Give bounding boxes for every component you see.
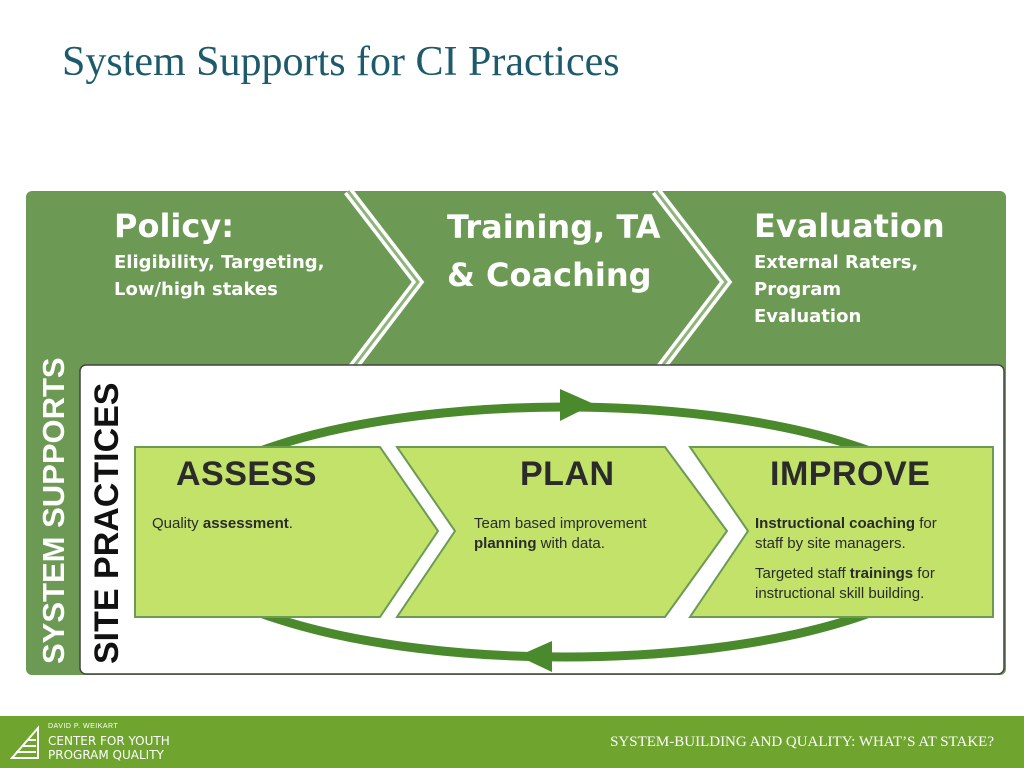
plan-description: Team based improvement planning with dat… — [474, 514, 647, 554]
improve-p2-pre: Targeted staff — [755, 565, 850, 582]
logo-text-line1: CENTER FOR YOUTH — [48, 734, 170, 748]
improve-heading: IMPROVE — [770, 455, 931, 493]
logo-small-text: DAVID P. WEIKART — [48, 723, 119, 730]
cypq-logo-icon — [9, 725, 39, 759]
plan-heading: PLAN — [520, 455, 615, 493]
evaluation-sub-line1: External Raters, Program — [754, 252, 919, 300]
slide-title: System Supports for CI Practices — [62, 39, 620, 85]
policy-heading: Policy: — [114, 207, 234, 245]
cycle-arrow-top — [560, 389, 594, 421]
assess-text-pre: Quality — [152, 515, 203, 532]
site-practices-label: SITE PRACTICES — [88, 382, 126, 664]
improve-p2-bold: trainings — [849, 565, 914, 582]
improve-p2-line2: instructional skill building. — [755, 585, 925, 602]
assess-text-bold: assessment — [202, 515, 289, 532]
evaluation-block: Evaluation External Raters, Program Eval… — [754, 203, 1004, 330]
training-heading-line1: Training, TA — [447, 208, 661, 246]
assess-description: Quality assessment. — [152, 514, 293, 534]
assess-heading: ASSESS — [176, 455, 317, 493]
plan-text-post: with data. — [536, 535, 605, 552]
policy-sub-line1: Eligibility, Targeting, — [114, 252, 325, 273]
improve-p2-post: for — [913, 565, 935, 582]
plan-chevron — [395, 446, 729, 618]
footer-bar — [0, 716, 1024, 768]
improve-p1-bold: Instructional coaching — [755, 515, 916, 532]
evaluation-heading: Evaluation — [754, 207, 945, 245]
policy-block: Policy: Eligibility, Targeting, Low/high… — [114, 203, 344, 303]
plan-text-bold: planning — [474, 535, 537, 552]
cypq-logo: DAVID P. WEIKART CENTER FOR YOUTH PROGRA… — [6, 720, 206, 764]
assess-text-post: . — [288, 515, 293, 532]
system-supports-label: SYSTEM SUPPORTS — [36, 357, 71, 664]
logo-text-line2: PROGRAM QUALITY — [48, 748, 164, 762]
evaluation-sub-line2: Evaluation — [754, 306, 862, 327]
footer-title: SYSTEM-BUILDING AND QUALITY: WHAT’S AT S… — [610, 734, 994, 750]
improve-description: Instructional coaching for staff by site… — [755, 514, 937, 604]
improve-p1-line2: staff by site managers. — [755, 535, 906, 552]
improve-p1-post: for — [915, 515, 937, 532]
assess-chevron — [134, 446, 440, 618]
training-block: Training, TA & Coaching — [447, 203, 667, 299]
cycle-arrow-bottom — [518, 641, 552, 672]
plan-text-line1: Team based improvement — [474, 515, 647, 532]
policy-sub-line2: Low/high stakes — [114, 279, 278, 300]
training-heading-line2: & Coaching — [447, 256, 652, 294]
improve-chevron — [688, 446, 994, 618]
